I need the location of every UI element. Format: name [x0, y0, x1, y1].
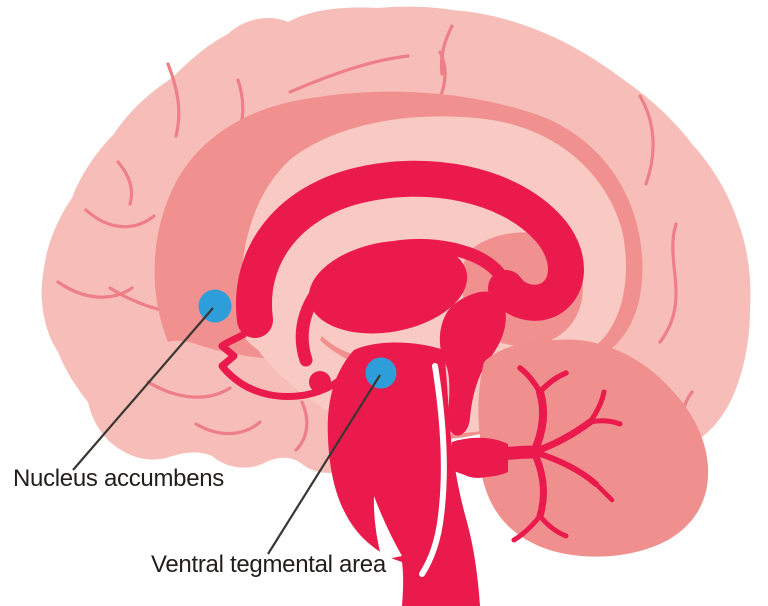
mammillary-body	[309, 371, 331, 393]
ventral-tegmental-area-label: Ventral tegmental area	[151, 551, 386, 578]
cerebellum	[478, 339, 709, 557]
corpus-callosum	[236, 160, 584, 338]
ventral-tegmental-area-line	[267, 374, 381, 555]
pons-notch	[373, 496, 402, 560]
tectum-band	[439, 291, 506, 436]
thalamus	[308, 240, 468, 334]
arbor-vitae	[452, 365, 623, 543]
ventral-tegmental-area-dot	[365, 357, 397, 389]
label-lines	[72, 307, 381, 555]
nucleus-accumbens-label: Nucleus accumbens	[13, 465, 225, 492]
nucleus-accumbens-line	[72, 307, 214, 471]
brainstem-groove	[419, 363, 447, 577]
